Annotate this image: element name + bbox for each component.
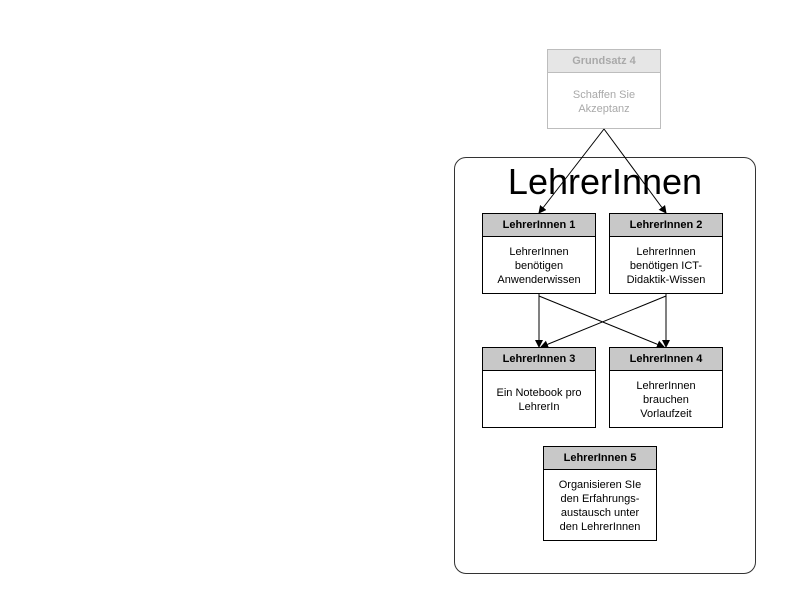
- box-body: LehrerInnen benötigen ICT- Didaktik-Wiss…: [626, 246, 706, 286]
- arrow-principle-to-box-1: [538, 128, 605, 214]
- arrow-box-2-to-box-3: [540, 295, 667, 349]
- lehrerinnen-5-box: LehrerInnen 5 Organisieren SIe den Erfah…: [543, 446, 657, 541]
- box-header: LehrerInnen 5: [544, 447, 656, 470]
- principle-header: Grundsatz 4: [548, 50, 660, 73]
- box-header: LehrerInnen 3: [483, 348, 595, 371]
- box-body: Organisieren SIe den Erfahrungs- austaus…: [558, 479, 642, 533]
- lehrerinnen-4-box: LehrerInnen 4 LehrerInnen brauchen Vorla…: [609, 347, 723, 428]
- arrow-box-1-to-box-4: [538, 295, 665, 349]
- box-body: LehrerInnen brauchen Vorlaufzeit: [636, 380, 696, 420]
- arrow-principle-to-box-2: [603, 128, 667, 214]
- lehrerinnen-2-box: LehrerInnen 2 LehrerInnen benötigen ICT-…: [609, 213, 723, 294]
- box-header: LehrerInnen 2: [610, 214, 722, 237]
- lehrerinnen-3-box: LehrerInnen 3 Ein Notebook pro LehrerIn: [482, 347, 596, 428]
- box-body: Ein Notebook pro LehrerIn: [496, 387, 582, 413]
- lehrerinnen-1-box: LehrerInnen 1 LehrerInnen benötigen Anwe…: [482, 213, 596, 294]
- box-header: LehrerInnen 1: [483, 214, 595, 237]
- box-header: LehrerInnen 4: [610, 348, 722, 371]
- box-body: LehrerInnen benötigen Anwenderwissen: [497, 246, 581, 286]
- principle-body: Schaffen Sie Akzeptanz: [572, 88, 636, 115]
- group-title: LehrerInnen: [507, 161, 703, 202]
- principle-box: Grundsatz 4 Schaffen Sie Akzeptanz: [547, 49, 661, 129]
